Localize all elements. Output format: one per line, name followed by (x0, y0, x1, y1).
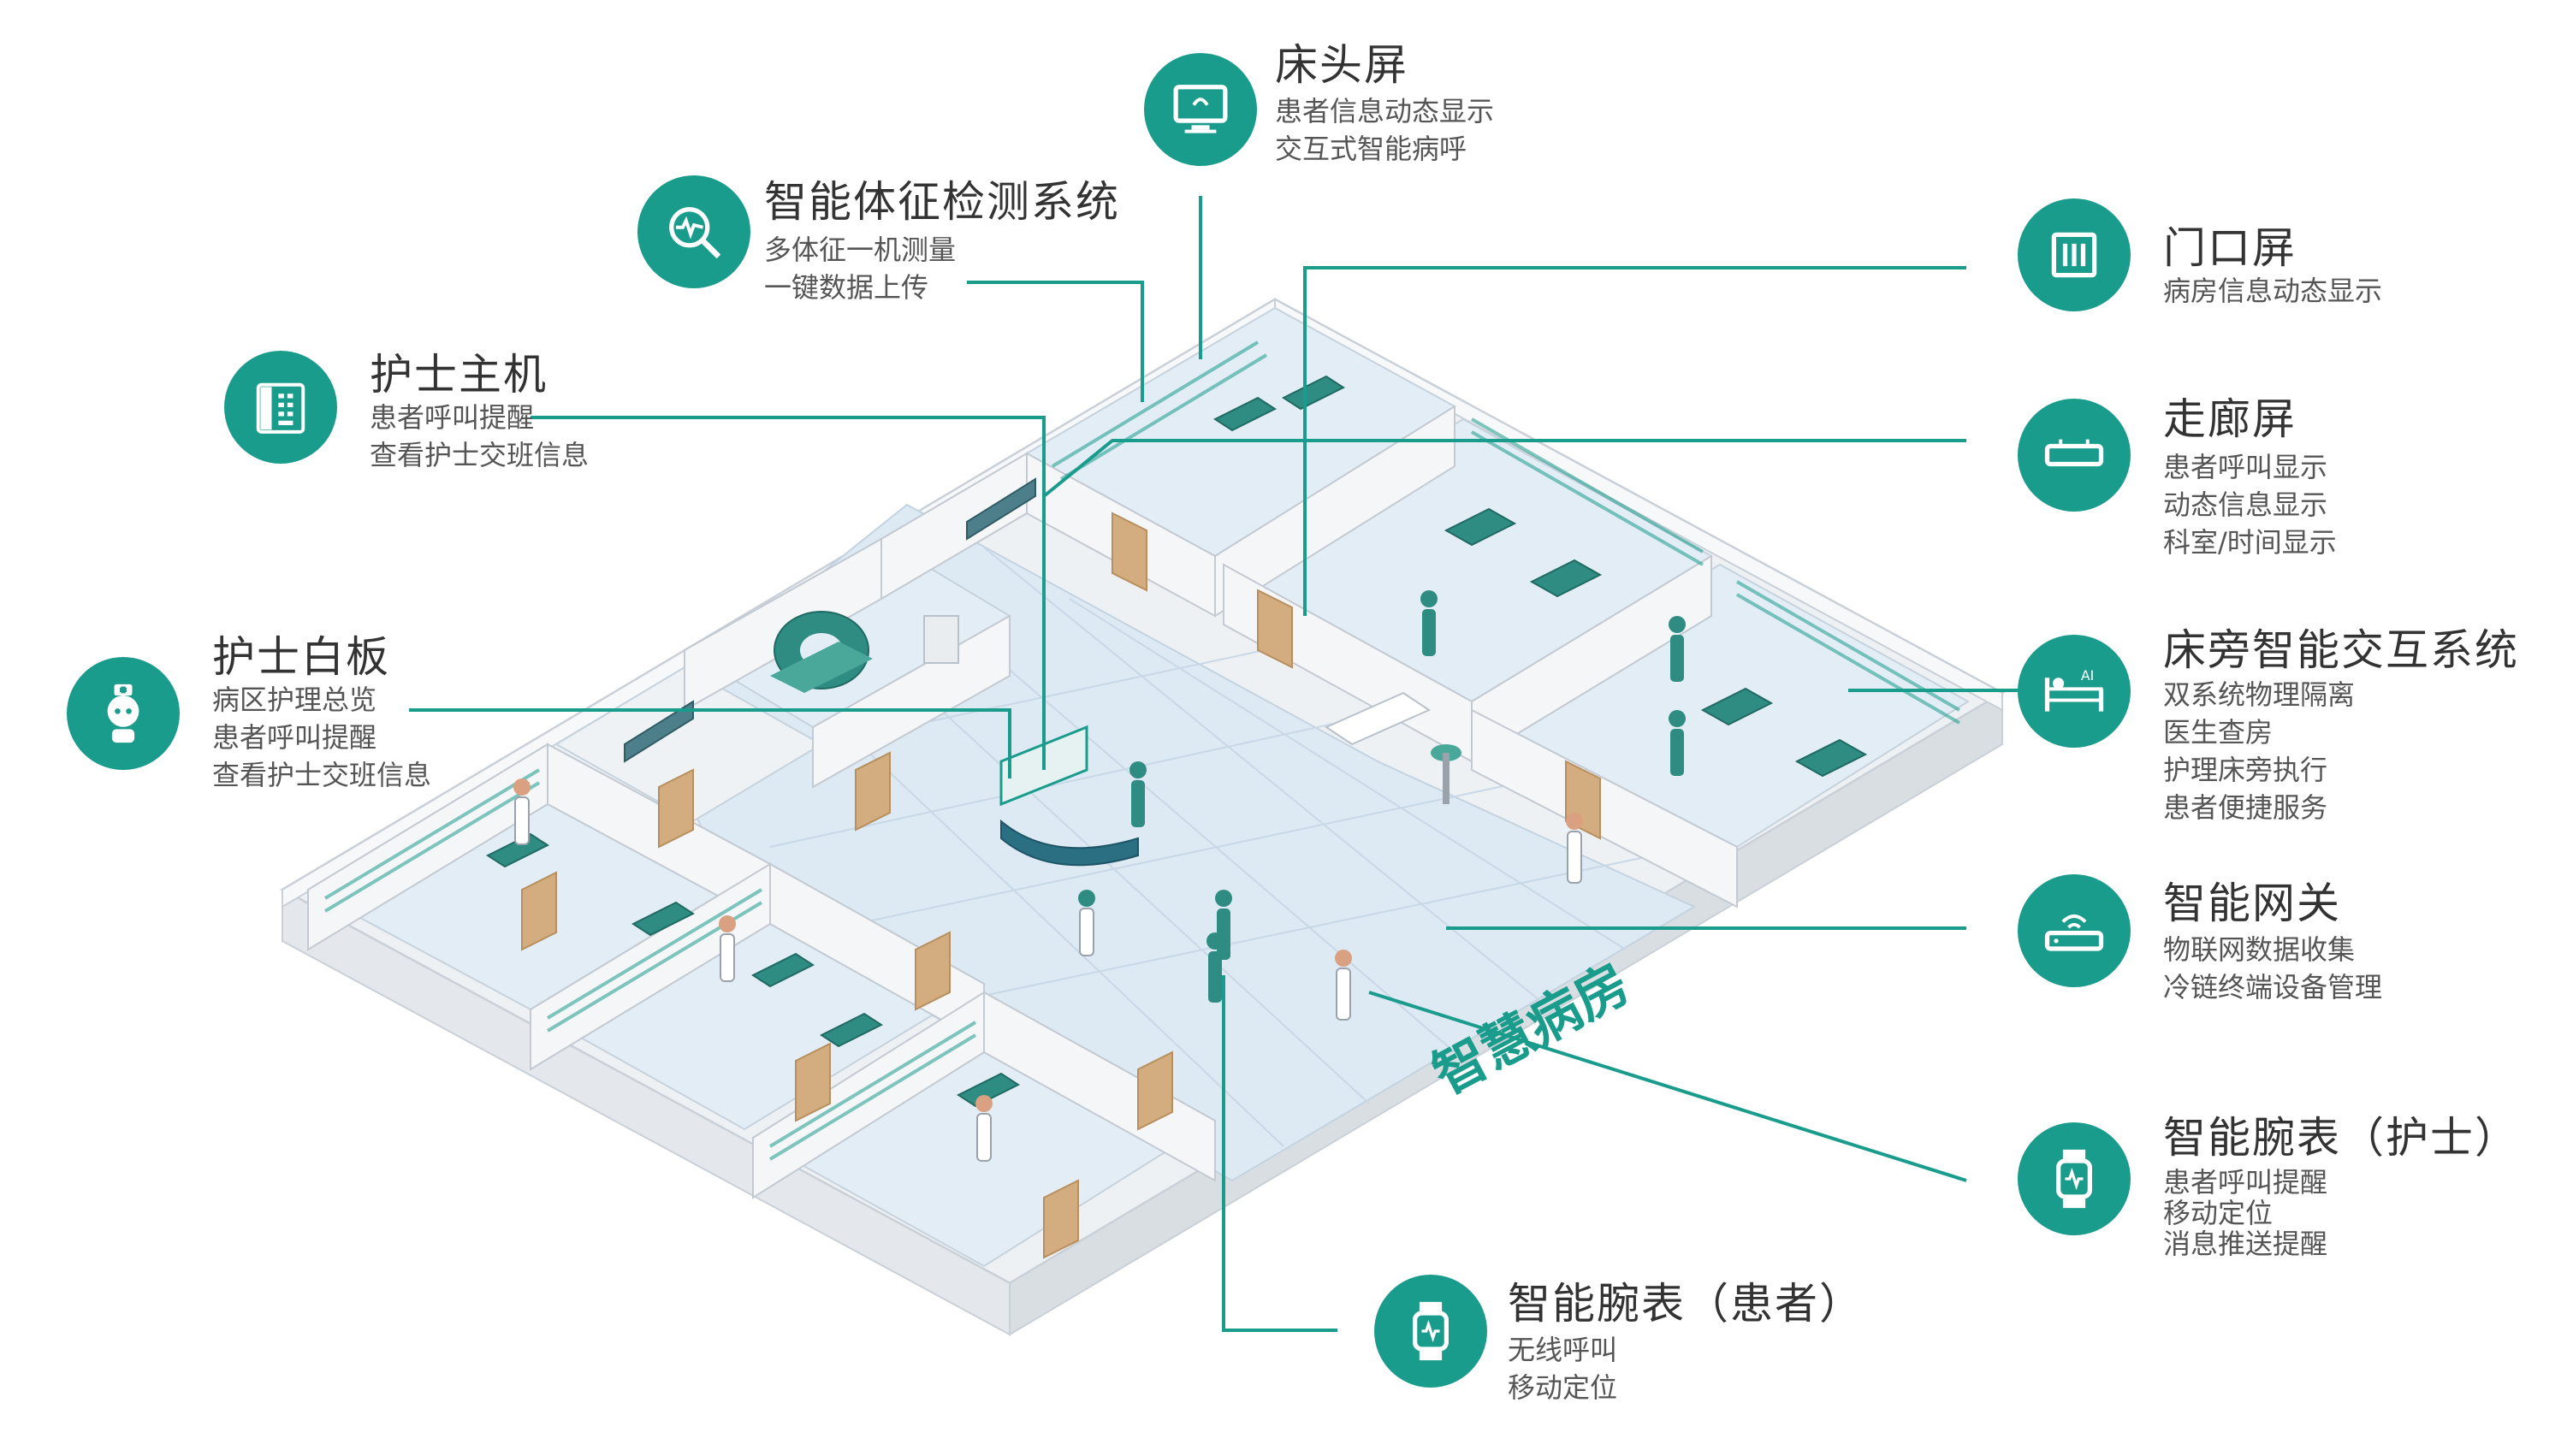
callout-line: 患者呼叫提醒 (370, 401, 535, 434)
monitor-icon (1144, 53, 1257, 166)
callout-title: 智能网关 (2163, 879, 2341, 928)
callout-title: 走廊屏 (2163, 394, 2297, 444)
callout-title: 护士白板 (212, 632, 390, 682)
desk-phone-icon (224, 351, 337, 464)
callout-line: 患者呼叫提醒 (212, 721, 377, 754)
callout-title: 门口屏 (2163, 223, 2297, 273)
callout-line: 护理床旁执行 (2163, 754, 2328, 786)
callout-title: 床头屏 (1275, 40, 1408, 90)
callout-line: 科室/时间显示 (2163, 526, 2337, 559)
callout-line: 医生查房 (2163, 716, 2274, 749)
svg-text:AI: AI (2081, 667, 2094, 684)
callout-line: 消息推送提醒 (2163, 1228, 2328, 1260)
callout-line: 病房信息动态显示 (2163, 275, 2383, 307)
callout-line: 交互式智能病呼 (1275, 133, 1467, 165)
callout-line: 双系统物理隔离 (2163, 678, 2356, 711)
callout-line: 一键数据上传 (764, 271, 929, 304)
callout-line: 病区护理总览 (212, 684, 377, 716)
callout-line: 患者信息动态显示 (1275, 95, 1495, 127)
corridor-display-icon (2018, 399, 2131, 512)
callout-title: 智能体征检测系统 (764, 177, 1120, 227)
smartwatch-icon (1374, 1275, 1487, 1388)
door-panel-icon (2018, 198, 2131, 311)
window-stripes (323, 340, 1960, 1161)
callout-line: 移动定位 (1508, 1371, 1618, 1404)
callout-line: 多体征一机测量 (764, 234, 957, 266)
nurse-robot-icon (67, 657, 180, 770)
callout-line: 移动定位 (2163, 1197, 2274, 1229)
heartbeat-magnifier-icon (637, 175, 750, 288)
connector-lines (409, 196, 2019, 1332)
callout-line: 患者呼叫显示 (2163, 451, 2328, 483)
callout-line: 动态信息显示 (2163, 488, 2328, 521)
smartwatch-icon (2018, 1122, 2131, 1235)
ai-bed-icon: AI (2018, 635, 2131, 748)
callout-line: 物联网数据收集 (2163, 933, 2356, 966)
callout-line: 患者便捷服务 (2163, 791, 2328, 824)
wall-screens (624, 477, 1036, 763)
interior-walls (307, 405, 1738, 1199)
lobby-furniture (1324, 691, 1461, 804)
mri-machine (770, 611, 959, 693)
callout-title: 护士主机 (370, 350, 548, 400)
callout-title: 床旁智能交互系统 (2163, 625, 2519, 675)
wifi-gateway-icon (2018, 874, 2131, 987)
callout-line: 查看护士交班信息 (212, 759, 432, 791)
callout-line: 查看护士交班信息 (370, 439, 590, 471)
callout-title: 智能腕表（护士） (2163, 1113, 2519, 1163)
callout-line: 冷链终端设备管理 (2163, 971, 2383, 1003)
callout-line: 患者呼叫提醒 (2163, 1166, 2328, 1199)
beds (485, 375, 1868, 1108)
people (513, 590, 1686, 1162)
callout-title: 智能腕表（患者） (1508, 1279, 1864, 1329)
callout-line: 无线呼叫 (1508, 1334, 1618, 1366)
